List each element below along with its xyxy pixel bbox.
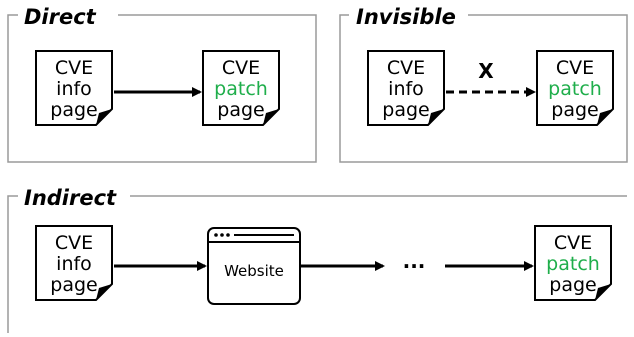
doc-line-2: info <box>56 253 92 275</box>
doc-line-1: CVE <box>222 57 260 79</box>
doc-line-3: page <box>217 99 264 121</box>
website-label: Website <box>224 262 284 280</box>
cve-patch-doc: CVE patch page <box>202 50 280 126</box>
doc-line-3: page <box>50 99 97 121</box>
doc-line-2: info <box>56 78 92 100</box>
doc-line-2-patch: patch <box>548 78 602 100</box>
cve-info-doc: CVE info page <box>35 50 113 126</box>
doc-line-3: page <box>551 99 598 121</box>
cve-info-doc: CVE info page <box>35 225 113 301</box>
doc-line-1: CVE <box>554 232 592 254</box>
doc-line-2-patch: patch <box>214 78 268 100</box>
doc-line-3: page <box>50 274 97 296</box>
doc-line-1: CVE <box>55 232 93 254</box>
panel-frame <box>339 14 628 163</box>
panel-frame <box>7 195 627 333</box>
cve-patch-doc: CVE patch page <box>534 225 612 301</box>
doc-line-1: CVE <box>556 57 594 79</box>
window-dot-icon <box>214 233 218 237</box>
panel-title: Indirect <box>24 186 117 210</box>
cve-info-doc: CVE info page <box>367 50 445 126</box>
doc-line-3: page <box>382 99 429 121</box>
doc-line-1: CVE <box>55 57 93 79</box>
doc-line-3: page <box>549 274 596 296</box>
ellipsis: ··· <box>403 254 426 278</box>
panel-indirect: Indirect CVE info page Website ··· CVE p… <box>7 186 627 333</box>
doc-line-1: CVE <box>387 57 425 79</box>
x-marker: X <box>478 59 494 83</box>
panel-direct: Direct CVE info page CVE patch page <box>7 5 317 163</box>
panel-title: Direct <box>24 5 97 29</box>
panel-invisible: Invisible CVE info page X CVE patch page <box>339 5 628 163</box>
panel-frame <box>7 14 317 163</box>
panel-title: Invisible <box>356 5 456 29</box>
window-dot-icon <box>220 233 224 237</box>
website-window: Website <box>207 227 301 305</box>
cve-patch-doc: CVE patch page <box>536 50 614 126</box>
doc-line-2-patch: patch <box>546 253 600 275</box>
window-dot-icon <box>226 233 230 237</box>
doc-line-2: info <box>388 78 424 100</box>
